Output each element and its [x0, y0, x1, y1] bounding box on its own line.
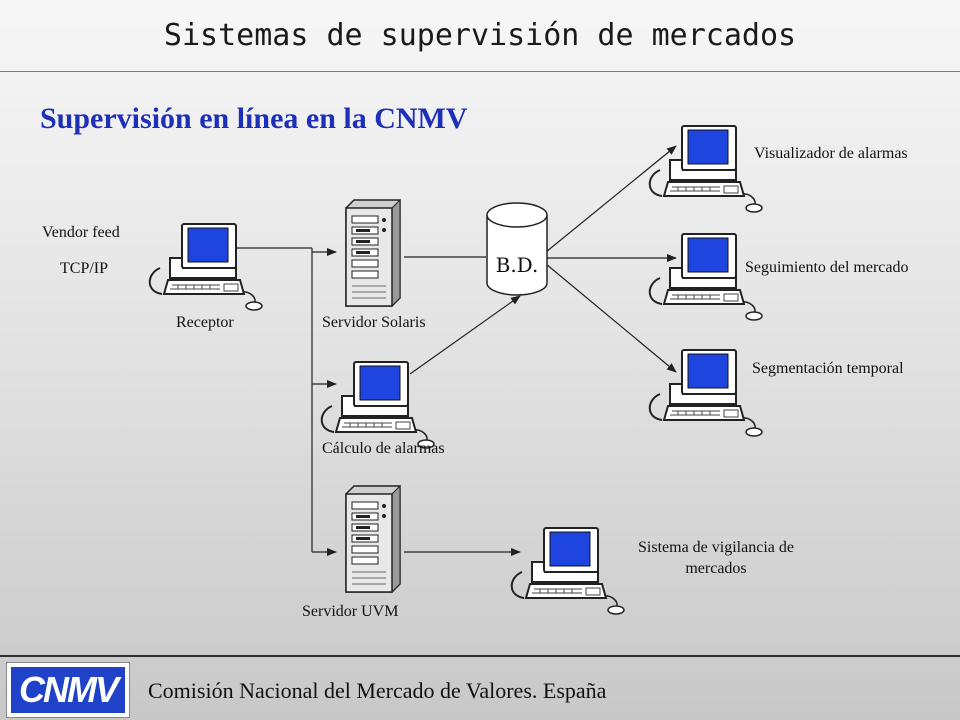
page-title: Sistemas de supervisión de mercados: [163, 18, 797, 53]
solaris-server-icon: [345, 199, 401, 307]
footer-divider: [0, 655, 960, 657]
footer-organization: Comisión Nacional del Mercado de Valores…: [148, 678, 607, 703]
vendor-feed-label: Vendor feed: [42, 224, 120, 241]
tcp-ip-label: TCP/IP: [60, 260, 109, 277]
link-calculo-bd: [409, 295, 521, 375]
alarm-calc-computer-icon: [320, 361, 435, 449]
title-divider: [0, 71, 960, 72]
visualizador-alarmas-label: Visualizador de alarmas: [754, 145, 908, 162]
sistema-vigilancia-label: Sistema de vigilancia de mercados: [638, 539, 794, 577]
calculo-alarmas-label: Cálculo de alarmas: [322, 440, 445, 457]
seguimiento-mercado-label: Seguimiento del mercado: [745, 259, 909, 276]
alarm-viewer-computer-icon: [648, 125, 763, 213]
link-bd-visualizador: [545, 145, 677, 253]
cnmv-logo-text: CNMV: [11, 667, 125, 713]
database-label: B.D.: [496, 253, 539, 277]
servidor-solaris-label: Servidor Solaris: [322, 314, 426, 331]
receptor-label: Receptor: [176, 314, 234, 331]
time-segmentation-computer-icon: [648, 349, 763, 437]
slide-subtitle: Supervisión en línea en la CNMV: [40, 102, 468, 135]
market-tracking-computer-icon: [648, 233, 763, 321]
receptor-computer-icon: [148, 223, 263, 311]
segmentacion-temporal-label: Segmentación temporal: [752, 360, 904, 377]
surveillance-computer-icon: [510, 527, 625, 615]
uvm-server-icon: [345, 485, 401, 593]
servidor-uvm-label: Servidor UVM: [302, 603, 399, 620]
cnmv-logo: CNMV: [6, 662, 130, 718]
database-cylinder: B.D.: [486, 202, 548, 296]
link-bd-segmentacion: [545, 263, 677, 373]
